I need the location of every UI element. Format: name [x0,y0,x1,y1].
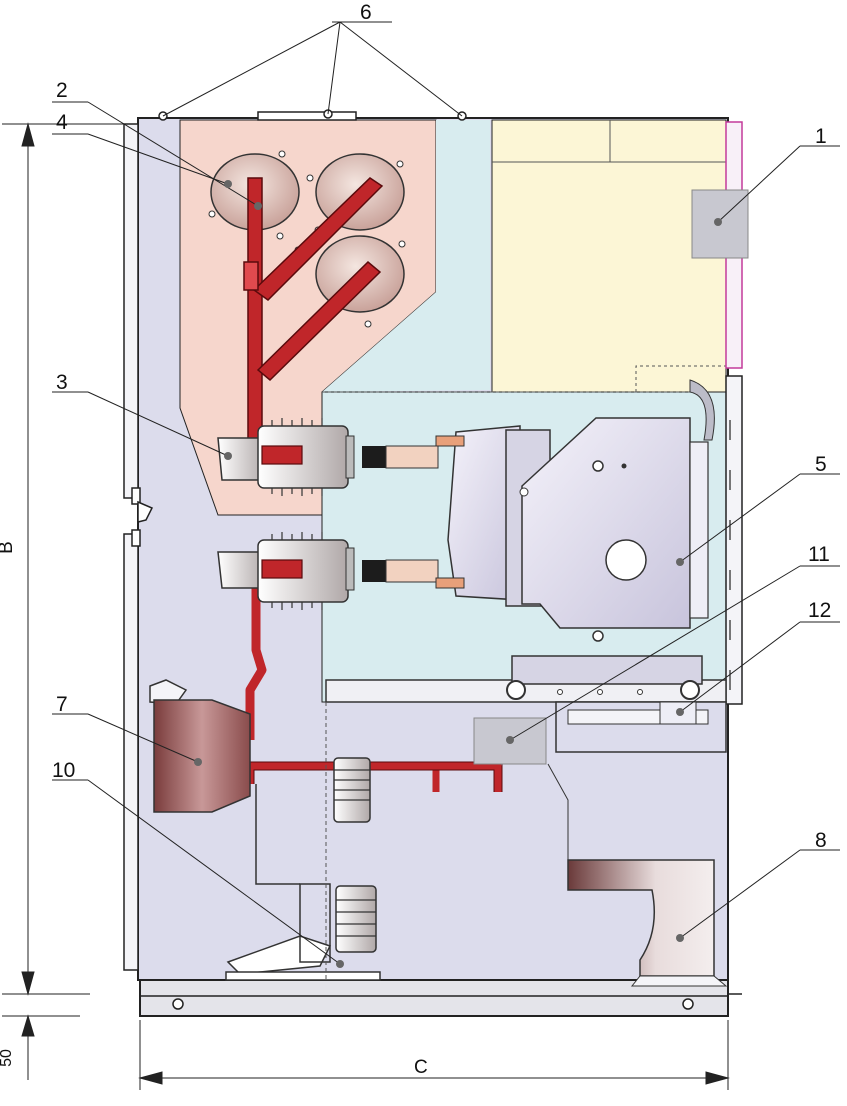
surge-arrester-upper [333,757,371,823]
low-voltage-compartment [491,119,727,393]
busbar-droppers [243,177,384,441]
current-transformer [149,679,251,813]
callout-11: 11 [808,543,830,566]
cabinet-base [139,979,729,1017]
breaker-truck [325,655,727,703]
callout-1: 1 [815,125,827,148]
dimension-label-height: B [0,541,17,554]
left-door-upper [123,123,139,499]
callout-2: 2 [56,79,68,102]
callout-10: 10 [52,759,76,782]
dimension-lines [2,122,730,1090]
cable-duct-region [322,120,490,392]
callout-4: 4 [56,111,68,134]
callout-7: 7 [56,693,68,716]
upper-spout-bushing [217,418,439,496]
callout-5: 5 [815,453,827,476]
power-cable [567,859,728,987]
dimension-label-base: 50 [0,1049,15,1067]
dimension-label-width: C [414,1057,428,1078]
withdrawable-circuit-breaker [435,379,715,642]
left-door-lower [123,533,139,971]
earthing-switch [225,784,381,981]
callout-8: 8 [815,829,827,852]
callout-3: 3 [56,371,68,394]
cable-conductor [245,580,267,740]
earthing-switch-mechanism [555,701,727,753]
callout-6: 6 [360,1,372,24]
callout-12: 12 [808,599,832,622]
callout-leaders [52,21,840,965]
lower-spout-bushing [217,532,439,610]
